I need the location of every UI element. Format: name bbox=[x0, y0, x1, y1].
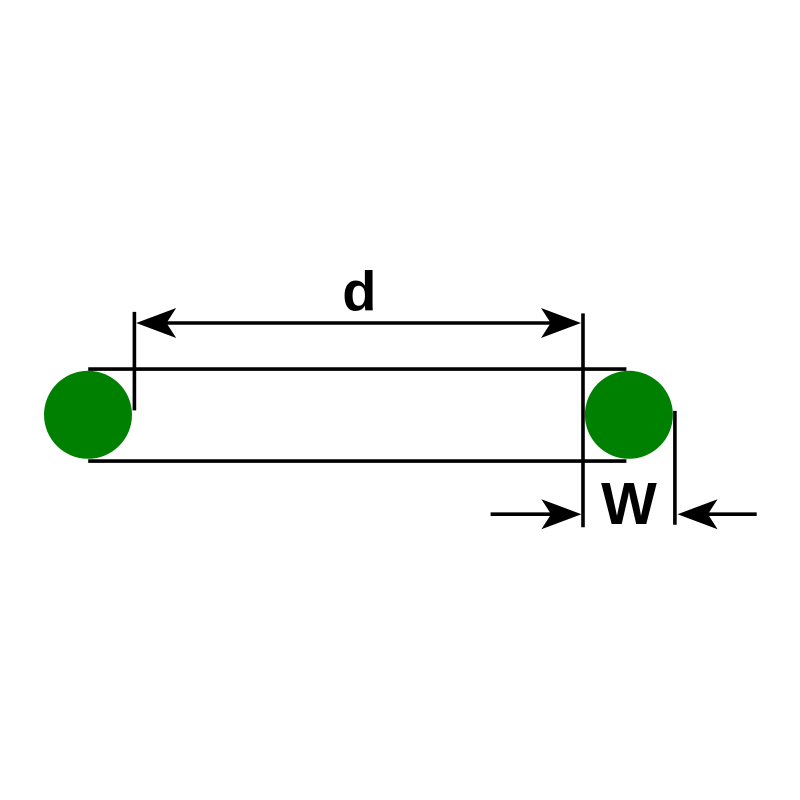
svg-text:W: W bbox=[601, 471, 657, 537]
svg-text:d: d bbox=[342, 260, 376, 323]
